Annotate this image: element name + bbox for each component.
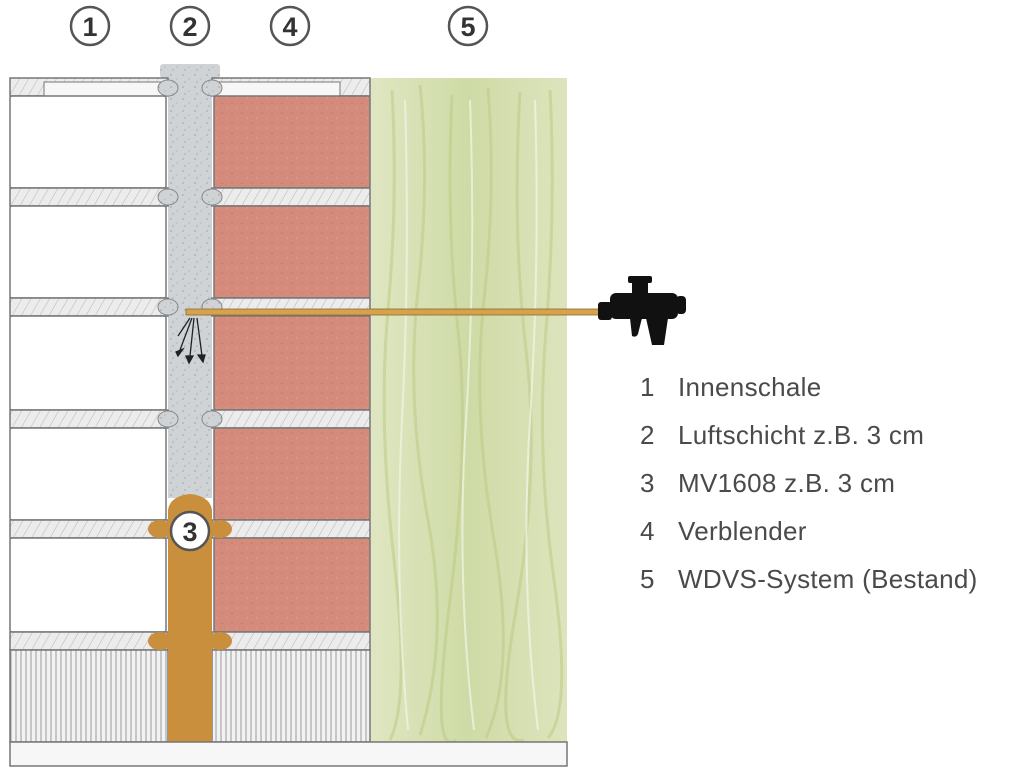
legend-item: 3 MV1608 z.B. 3 cm <box>640 468 1020 516</box>
callout-5: 5 <box>447 5 489 47</box>
callout-5-label: 5 <box>460 12 475 42</box>
air-gap-column <box>168 68 212 498</box>
legend: 1 Innenschale 2 Luftschicht z.B. 3 cm 3 … <box>640 372 1020 612</box>
legend-item: 1 Innenschale <box>640 372 1020 420</box>
legend-item: 4 Verblender <box>640 516 1020 564</box>
callout-1: 1 <box>69 5 111 47</box>
base-plate <box>9 741 568 767</box>
callout-2: 2 <box>169 5 211 47</box>
inner-leaf <box>9 77 169 743</box>
callout-4-label: 4 <box>282 12 297 42</box>
legend-label: MV1608 z.B. 3 cm <box>678 468 896 498</box>
callout-1-label: 1 <box>82 12 97 42</box>
foam-gun-icon <box>598 276 686 345</box>
callout-3: 3 <box>169 510 211 552</box>
legend-label: Luftschicht z.B. 3 cm <box>678 420 925 450</box>
insulation-layer <box>370 78 567 744</box>
legend-number: 5 <box>640 564 655 594</box>
facing-brick-leaf <box>211 77 371 743</box>
legend-label: Verblender <box>678 516 807 546</box>
callout-3-label: 3 <box>182 517 197 547</box>
legend-number: 3 <box>640 468 655 498</box>
legend-label: Innenschale <box>678 372 822 402</box>
callout-2-label: 2 <box>182 12 197 42</box>
foam-fill <box>148 494 232 742</box>
callout-4: 4 <box>269 5 311 47</box>
legend-number: 1 <box>640 372 655 402</box>
legend-item: 5 WDVS-System (Bestand) <box>640 564 1020 612</box>
legend-label: WDVS-System (Bestand) <box>678 564 978 594</box>
legend-number: 4 <box>640 516 655 546</box>
legend-item: 2 Luftschicht z.B. 3 cm <box>640 420 1020 468</box>
legend-number: 2 <box>640 420 655 450</box>
